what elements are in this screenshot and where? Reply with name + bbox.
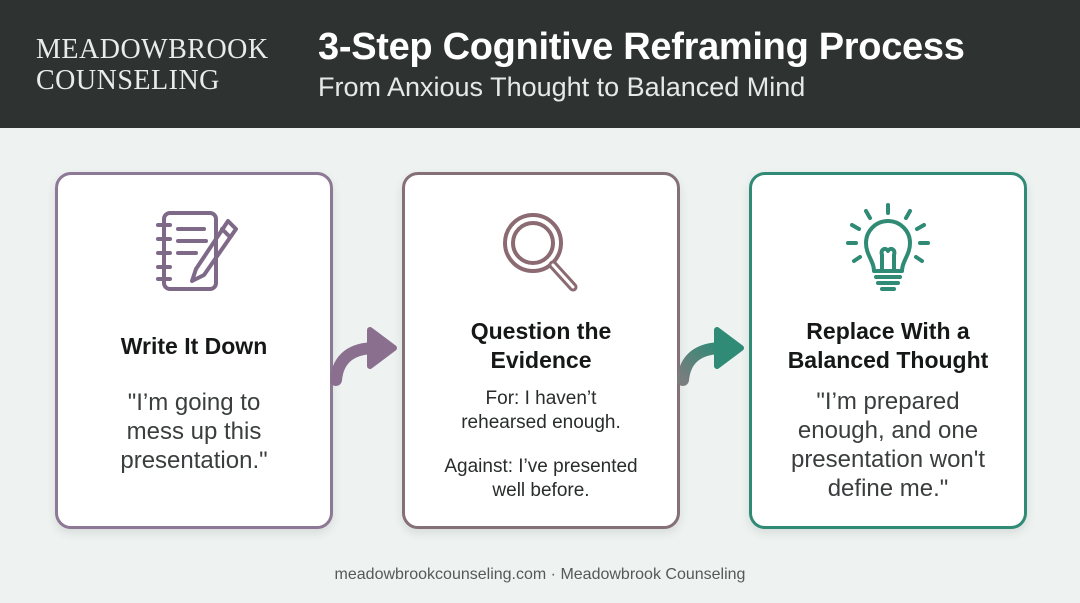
magnifying-glass-icon: [405, 205, 677, 301]
brand-line-2: COUNSELING: [36, 65, 220, 96]
quote-line: presentation won't: [790, 446, 986, 473]
step-title: Replace With a Balanced Thought: [752, 317, 1024, 375]
page-title: 3-Step Cognitive Reframing Process: [318, 26, 965, 68]
page-subtitle: From Anxious Thought to Balanced Mind: [318, 72, 806, 102]
step-title: Question the Evidence: [405, 317, 677, 375]
quote-line: enough, and one: [797, 417, 979, 444]
quote-line: "I’m going to: [127, 389, 261, 416]
footer-credit: meadowbrookcounseling.com · Meadowbrook …: [334, 566, 746, 583]
arrow-right-icon: [330, 327, 397, 386]
arrow-right-icon: [677, 327, 744, 386]
step-title: Write It Down: [120, 333, 268, 359]
quote-line: define me.": [827, 475, 949, 502]
evidence-line: Against: I’ve presented: [444, 456, 638, 477]
step-card-write-it-down: Write It Down "I’m going to mess up this…: [55, 172, 333, 529]
evidence-against: Against: I’ve presented well before.: [405, 455, 677, 503]
quote-line: presentation.": [120, 447, 268, 474]
lightbulb-icon: [752, 199, 1024, 299]
step-title-line: Balanced Thought: [787, 347, 989, 373]
evidence-line: For: I haven’t: [485, 388, 597, 409]
step-card-question-evidence: Question the Evidence For: I haven’t reh…: [402, 172, 680, 529]
brand-line-1: MEADOWBROOK: [36, 34, 269, 65]
step-card-balanced-thought: Replace With a Balanced Thought "I’m pre…: [749, 172, 1027, 529]
step-quote: "I’m going to mess up this presentation.…: [58, 388, 330, 475]
step-title-line: Evidence: [490, 347, 592, 373]
evidence-line: well before.: [492, 480, 590, 501]
header-banner: MEADOWBROOK COUNSELING 3-Step Cognitive …: [0, 0, 1080, 128]
step-title-line: Replace With a: [806, 318, 970, 344]
quote-line: "I’m prepared: [816, 388, 960, 415]
notepad-pencil-icon: [58, 203, 330, 303]
step-title-line: Question the: [470, 318, 612, 344]
evidence-line: rehearsed enough.: [461, 412, 621, 433]
step-quote: "I’m prepared enough, and one presentati…: [752, 387, 1024, 503]
brand-logo: MEADOWBROOK COUNSELING: [36, 34, 269, 96]
quote-line: mess up this: [126, 418, 262, 445]
evidence-for: For: I haven’t rehearsed enough.: [405, 387, 677, 435]
